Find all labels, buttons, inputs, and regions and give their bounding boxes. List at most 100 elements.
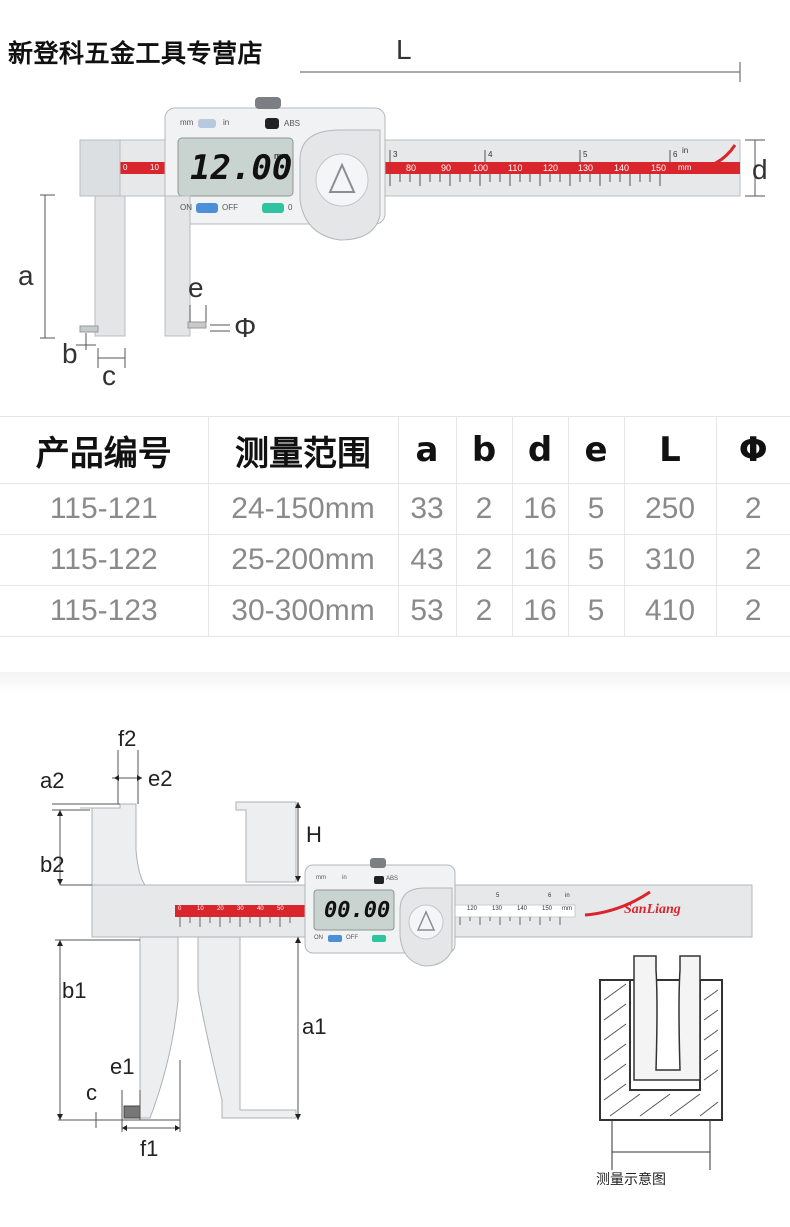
table-row: 115-122 25-200mm 43 2 16 5 310 2: [0, 534, 790, 586]
cell-e: 5: [568, 483, 625, 535]
scale-90: 90: [441, 163, 452, 173]
thumb-wheel[interactable]: [370, 858, 386, 868]
header-phi: Φ: [716, 416, 790, 484]
scale-in-5: 5: [583, 150, 588, 159]
label-a2: a2: [40, 768, 65, 793]
scale-110: 110: [508, 163, 523, 173]
cell-L: 410: [624, 585, 717, 637]
logo-icon: [408, 904, 444, 940]
scale-in-6: 6: [548, 893, 552, 899]
abs-button[interactable]: [374, 876, 384, 884]
label-f1: f1: [140, 1136, 159, 1161]
label-d: d: [752, 154, 768, 185]
lcd-unit: mm: [274, 151, 289, 161]
scale-150: 150: [542, 906, 553, 912]
cell-a: 33: [398, 483, 457, 535]
scale-in-4: 4: [488, 150, 493, 159]
scale-40: 40: [257, 906, 264, 912]
table-row: 115-121 24-150mm 33 2 16 5 250 2: [0, 483, 790, 535]
thumb-wheel[interactable]: [255, 97, 281, 109]
scale-140: 140: [517, 906, 528, 912]
scale-140: 140: [614, 163, 630, 173]
lcd-screen: [177, 137, 294, 197]
cell-d: 16: [512, 483, 569, 535]
header-measure-range: 测量范围: [208, 416, 399, 484]
scale-130: 130: [578, 163, 594, 173]
scale-0: 0: [123, 163, 128, 172]
on-label: ON: [314, 935, 323, 941]
top-caliper-diagram: [40, 62, 765, 368]
in-label: in: [342, 875, 347, 881]
label-a1: a1: [302, 1014, 327, 1039]
spec-table: 产品编号 测量范围 a b d e L Φ 115-121 24-150mm 3…: [0, 416, 790, 637]
off-label: OFF: [346, 935, 358, 941]
zero-label: 0: [288, 203, 293, 212]
scale-130: 130: [492, 906, 503, 912]
cell-L: 250: [624, 483, 717, 535]
in-label: in: [223, 118, 230, 127]
cell-range: 24-150mm: [208, 483, 399, 535]
scale-in-6: 6: [673, 150, 678, 159]
on-off-button[interactable]: [328, 935, 342, 942]
scale-20: 20: [217, 906, 224, 912]
scale-150: 150: [651, 163, 667, 173]
cell-L: 310: [624, 534, 717, 586]
cell-phi: 2: [716, 534, 790, 586]
label-a: a: [18, 260, 34, 291]
table-header-row: 产品编号 测量范围 a b d e L Φ: [0, 416, 790, 484]
label-e1: e1: [110, 1054, 135, 1079]
label-H: H: [306, 822, 322, 847]
lcd-screen: [313, 889, 395, 931]
store-name: 新登科五金工具专营店: [8, 39, 264, 68]
scale-red-band: [175, 905, 305, 917]
scale-120: 120: [467, 906, 478, 912]
scale-10: 10: [197, 906, 204, 912]
header-b: b: [456, 416, 513, 484]
scale-mm-unit: mm: [562, 906, 572, 912]
scale-in-unit: in: [565, 893, 570, 899]
scale-100: 100: [473, 163, 489, 173]
cell-phi: 2: [716, 585, 790, 637]
brand-logo: SanLiang: [624, 902, 681, 917]
cell-e: 5: [568, 585, 625, 637]
abs-button[interactable]: [265, 118, 279, 129]
logo-icon: [315, 153, 369, 207]
cross-section-icon: [599, 955, 723, 1170]
header-product-code: 产品编号: [0, 416, 209, 484]
scale-0: 0: [178, 906, 182, 912]
header-L: L: [624, 416, 717, 484]
cell-a: 53: [398, 585, 457, 637]
cell-d: 16: [512, 585, 569, 637]
off-label: OFF: [222, 203, 238, 212]
bottom-caliper-diagram: [52, 750, 753, 1170]
label-b: b: [62, 338, 78, 369]
label-c: c: [86, 1080, 97, 1105]
label-b1: b1: [62, 978, 87, 1003]
cell-range: 30-300mm: [208, 585, 399, 637]
scale-in-unit: in: [682, 146, 689, 155]
on-off-button[interactable]: [196, 203, 218, 213]
section-divider: [0, 672, 790, 694]
cell-b: 2: [456, 534, 513, 586]
on-label: ON: [180, 203, 192, 212]
scale-in-3: 3: [393, 150, 398, 159]
fixed-jaw: [94, 195, 126, 337]
cell-e: 5: [568, 534, 625, 586]
scale-30: 30: [237, 906, 244, 912]
lcd-reading: 12.00: [190, 148, 293, 188]
header-a: a: [398, 416, 457, 484]
zero-button[interactable]: [262, 203, 284, 213]
scale-mm-unit: mm: [678, 163, 692, 172]
lcd-reading: 00.00: [324, 898, 391, 923]
cell-phi: 2: [716, 483, 790, 535]
mm-label: mm: [180, 118, 194, 127]
label-f2: f2: [118, 726, 137, 751]
scale-80: 80: [406, 163, 417, 173]
cell-b: 2: [456, 483, 513, 535]
cell-product-code: 115-123: [0, 585, 209, 637]
spec-table-container: 产品编号 测量范围 a b d e L Φ 115-121 24-150mm 3…: [0, 416, 790, 637]
zero-button[interactable]: [372, 935, 386, 942]
cell-a: 43: [398, 534, 457, 586]
label-e2: e2: [148, 766, 173, 791]
cell-range: 25-200mm: [208, 534, 399, 586]
